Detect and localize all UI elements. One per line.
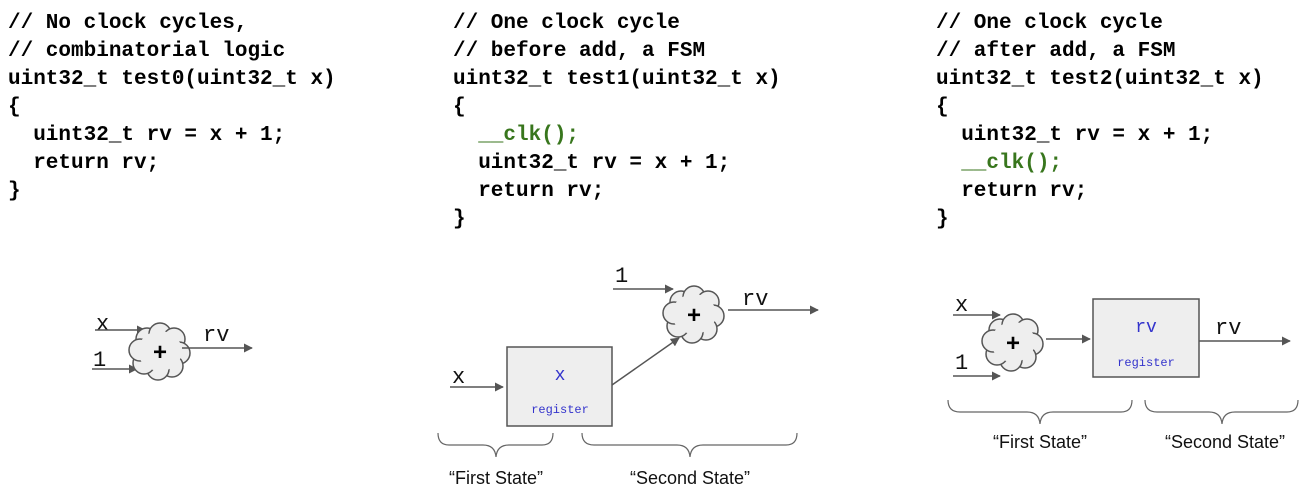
code-line: } xyxy=(453,208,466,231)
clk-call-line: __clk(); xyxy=(453,124,580,147)
diagram-test2: x 1 + rv register rv “First State” “Seco… xyxy=(947,293,1299,452)
code-line: // No clock cycles, xyxy=(8,12,248,35)
output-rv-label: rv xyxy=(203,323,229,348)
code-line: // before add, a FSM xyxy=(453,40,706,63)
second-state-label: “Second State” xyxy=(1165,432,1285,452)
code-line: uint32_t rv = x + 1; xyxy=(936,124,1214,147)
first-state-label: “First State” xyxy=(449,468,543,488)
diagram-test1: 1 + rv x x register “First State” “Secon… xyxy=(437,264,819,488)
code-line: uint32_t test2(uint32_t x) xyxy=(936,68,1264,91)
output-rv-label: rv xyxy=(742,287,768,312)
register-to-adder-line xyxy=(611,337,680,386)
register-box xyxy=(506,346,613,427)
register-value: x xyxy=(555,366,566,386)
adder-plus: + xyxy=(153,339,167,366)
code-line: // combinatorial logic xyxy=(8,40,286,63)
output-rv-label: rv xyxy=(1215,316,1241,341)
code-line: uint32_t rv = x + 1; xyxy=(8,124,286,147)
code-line: } xyxy=(8,180,21,203)
code-line: uint32_t rv = x + 1; xyxy=(453,152,731,175)
input-x-label: x xyxy=(452,365,465,390)
input-one-label: 1 xyxy=(955,351,968,376)
code-line: // after add, a FSM xyxy=(936,40,1176,63)
input-one-label: 1 xyxy=(93,348,106,373)
code-line: // One clock cycle xyxy=(453,12,680,35)
input-one-label: 1 xyxy=(615,264,628,289)
diagram-test0: x 1 + rv xyxy=(92,312,253,381)
first-state-brace xyxy=(947,399,1133,425)
code-line: return rv; xyxy=(453,180,605,203)
register-box xyxy=(1092,298,1200,378)
second-state-brace xyxy=(581,432,798,458)
code-line: } xyxy=(936,208,949,231)
clk-call-line: __clk(); xyxy=(936,152,1063,175)
second-state-label: “Second State” xyxy=(630,468,750,488)
input-x-label: x xyxy=(955,293,968,318)
adder-plus: + xyxy=(1006,330,1020,357)
register-caption: register xyxy=(1117,356,1175,370)
code-line: uint32_t test0(uint32_t x) xyxy=(8,68,336,91)
code-line: { xyxy=(8,96,21,119)
adder-plus: + xyxy=(687,302,701,329)
register-caption: register xyxy=(531,403,589,417)
code-line: return rv; xyxy=(936,180,1088,203)
code-line: return rv; xyxy=(8,152,160,175)
first-state-brace xyxy=(437,432,554,458)
input-x-label: x xyxy=(96,312,109,337)
first-state-label: “First State” xyxy=(993,432,1087,452)
code-line: // One clock cycle xyxy=(936,12,1163,35)
code-panel-test0: // No clock cycles, // combinatorial logi… xyxy=(8,10,336,206)
code-line: { xyxy=(936,96,949,119)
code-panel-test2: // One clock cycle // after add, a FSM uin… xyxy=(936,10,1264,234)
register-value: rv xyxy=(1135,318,1157,338)
code-line: uint32_t test1(uint32_t x) xyxy=(453,68,781,91)
code-line: { xyxy=(453,96,466,119)
second-state-brace xyxy=(1144,399,1299,425)
code-panel-test1: // One clock cycle // before add, a FSM ui… xyxy=(453,10,781,234)
